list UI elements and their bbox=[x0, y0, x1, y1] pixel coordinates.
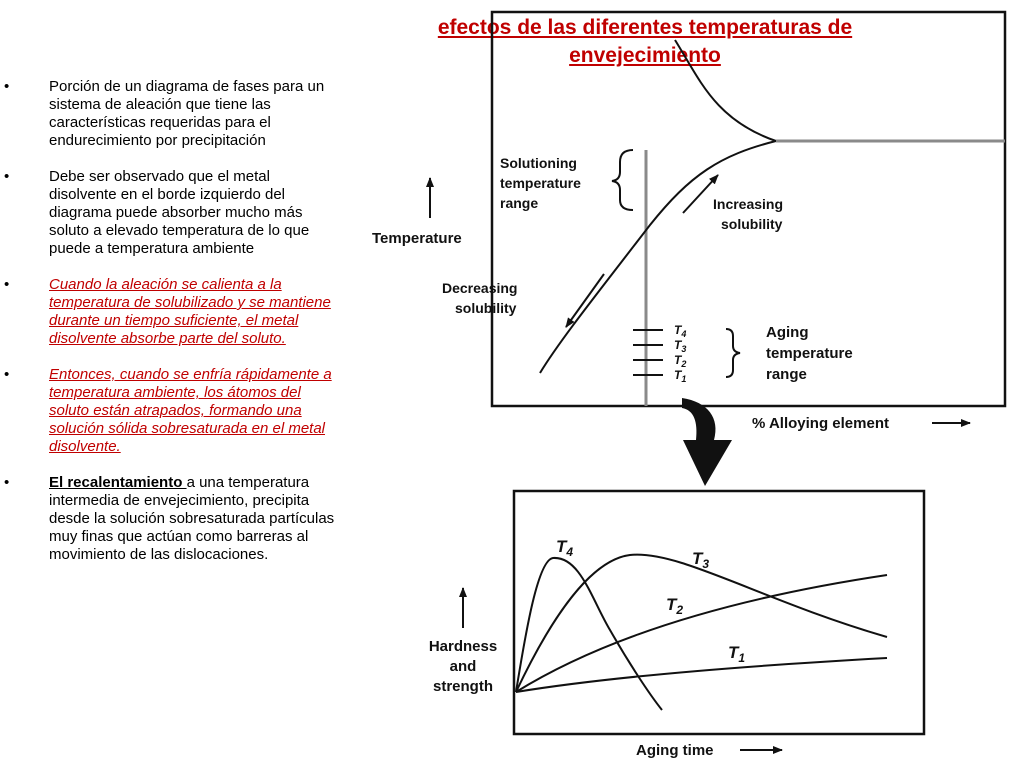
aging-label-line-3: range bbox=[766, 366, 807, 383]
aging-levels: T4 T3 T2 T1 bbox=[633, 323, 741, 384]
aging-chart: T4 T3 T2 T1 Hardness and strength Aging … bbox=[429, 489, 926, 759]
curve-t3 bbox=[515, 553, 888, 693]
connector-arrow-shape bbox=[682, 398, 732, 486]
solutioning-brace bbox=[611, 149, 634, 211]
aging-level-label-t3: T3 bbox=[674, 338, 686, 354]
y-axis-label-line-2: and bbox=[450, 658, 477, 675]
bullet-line: intermedia de envejecimiento, precipita bbox=[49, 492, 310, 509]
x-axis-label-aging-time: Aging time bbox=[636, 742, 714, 759]
increasing-label-line-1: Increasing bbox=[713, 196, 783, 212]
bullet-phase-diagram: • Porción de un diagrama de fases para u… bbox=[0, 78, 352, 150]
bullet-line: Porción de un diagrama de fases para un bbox=[49, 78, 325, 95]
bullet-line: desde la solución sobresaturada partícul… bbox=[49, 510, 335, 527]
curve-label-t2: T2 bbox=[666, 595, 683, 617]
bullet-solution-treatment: • Cuando la aleación se calienta a la te… bbox=[0, 276, 352, 348]
curve-label-t1: T1 bbox=[728, 643, 745, 665]
y-axis-label-line-3: strength bbox=[433, 678, 493, 695]
bullet-dot: • bbox=[4, 366, 10, 383]
curve-t1 bbox=[515, 657, 888, 693]
bullet-line: puede a temperatura ambiente bbox=[49, 240, 255, 257]
bullet-line: Cuando la aleación se calienta a la bbox=[49, 276, 282, 293]
bullet-line: muy finas que actúan como barreras al bbox=[49, 528, 309, 545]
increasing-label-line-2: solubility bbox=[721, 216, 783, 232]
bullet-line: temperatura de solubilizado y se mantien… bbox=[49, 294, 331, 311]
aging-chart-frame bbox=[512, 489, 926, 736]
bullet-line-rest: a una temperatura bbox=[186, 474, 310, 491]
curve-t4 bbox=[515, 556, 663, 711]
liquidus-curve bbox=[674, 39, 777, 142]
bullet-reheating: • El recalentamiento a una temperatura i… bbox=[0, 474, 352, 564]
y-axis-label-line-1: Hardness bbox=[429, 638, 497, 655]
slide-title-line-1: efectos de las diferentes temperaturas d… bbox=[437, 16, 853, 39]
bullet-dot: • bbox=[4, 276, 10, 293]
aging-level-label-t4: T4 bbox=[674, 323, 686, 339]
aging-level-label-t1: T1 bbox=[674, 368, 686, 384]
solvus-curve bbox=[539, 140, 777, 374]
slide-title-line-2: envejecimiento bbox=[569, 44, 721, 67]
bullet-dot: • bbox=[4, 78, 10, 95]
curved-down-arrow bbox=[682, 398, 732, 486]
bullet-line: disolvente en el borde izquierdo del bbox=[49, 186, 285, 203]
bullet-line: durante un tiempo suficiente, el metal bbox=[49, 312, 299, 329]
bullet-list: • Porción de un diagrama de fases para u… bbox=[0, 78, 352, 582]
aging-level-label-t2: T2 bbox=[674, 353, 686, 369]
bullet-line: disolvente absorbe parte del soluto. bbox=[49, 330, 286, 347]
bullet-line: disolvente. bbox=[49, 438, 121, 455]
curve-label-t3: T3 bbox=[692, 549, 709, 571]
bullet-quenching: • Entonces, cuando se enfría rápidamente… bbox=[0, 366, 352, 456]
slide-title: efectos de las diferentes temperaturas d… bbox=[410, 14, 880, 70]
bullet-line: Debe ser observado que el metal bbox=[49, 168, 270, 185]
increasing-solubility-arrow bbox=[682, 174, 719, 214]
phase-diagram-frame bbox=[490, 10, 1007, 408]
bullet-line: solución sólida sobresaturada en el meta… bbox=[49, 420, 325, 437]
phase-diagram: Solutioning temperature range Temperatur… bbox=[372, 10, 1007, 432]
bullet-dot: • bbox=[4, 474, 10, 491]
solutioning-label-line-2: temperature bbox=[500, 175, 581, 191]
decreasing-solubility-arrow bbox=[565, 273, 605, 328]
bullet-emphasis: El recalentamiento bbox=[49, 474, 187, 491]
bullet-line: El recalentamiento a una temperatura bbox=[49, 474, 352, 492]
bullet-line: características requeridas para el bbox=[49, 114, 271, 131]
temperature-axis-label: Temperature bbox=[372, 230, 462, 247]
solutioning-label-line-3: range bbox=[500, 195, 538, 211]
bullet-line: diagrama puede absorber mucho más bbox=[49, 204, 303, 221]
aging-brace bbox=[725, 328, 741, 378]
curve-label-t4: T4 bbox=[556, 537, 573, 559]
bullet-line: Entonces, cuando se enfría rápidamente a bbox=[49, 366, 332, 383]
curve-t2 bbox=[515, 574, 888, 693]
bullet-line: endurecimiento por precipitación bbox=[49, 132, 266, 149]
bullet-dot: • bbox=[4, 168, 10, 185]
bullet-line: soluto están atrapados, formando una bbox=[49, 402, 302, 419]
bullet-line: movimiento de las dislocaciones. bbox=[49, 546, 269, 563]
aging-label-line-2: temperature bbox=[766, 345, 853, 362]
bullet-line: temperatura ambiente, los átomos del bbox=[49, 384, 301, 401]
solutioning-label-line-1: Solutioning bbox=[500, 155, 577, 171]
decreasing-label-line-2: solubility bbox=[455, 300, 517, 316]
decreasing-label-line-1: Decreasing bbox=[442, 280, 517, 296]
aging-label-line-1: Aging bbox=[766, 324, 809, 341]
bullet-line: sistema de aleación que tiene las bbox=[49, 96, 271, 113]
bullet-line: soluto a elevado temperatura de lo que bbox=[49, 222, 310, 239]
bullet-solubility: • Debe ser observado que el metal disolv… bbox=[0, 168, 352, 258]
x-axis-label-alloying: % Alloying element bbox=[752, 415, 889, 432]
